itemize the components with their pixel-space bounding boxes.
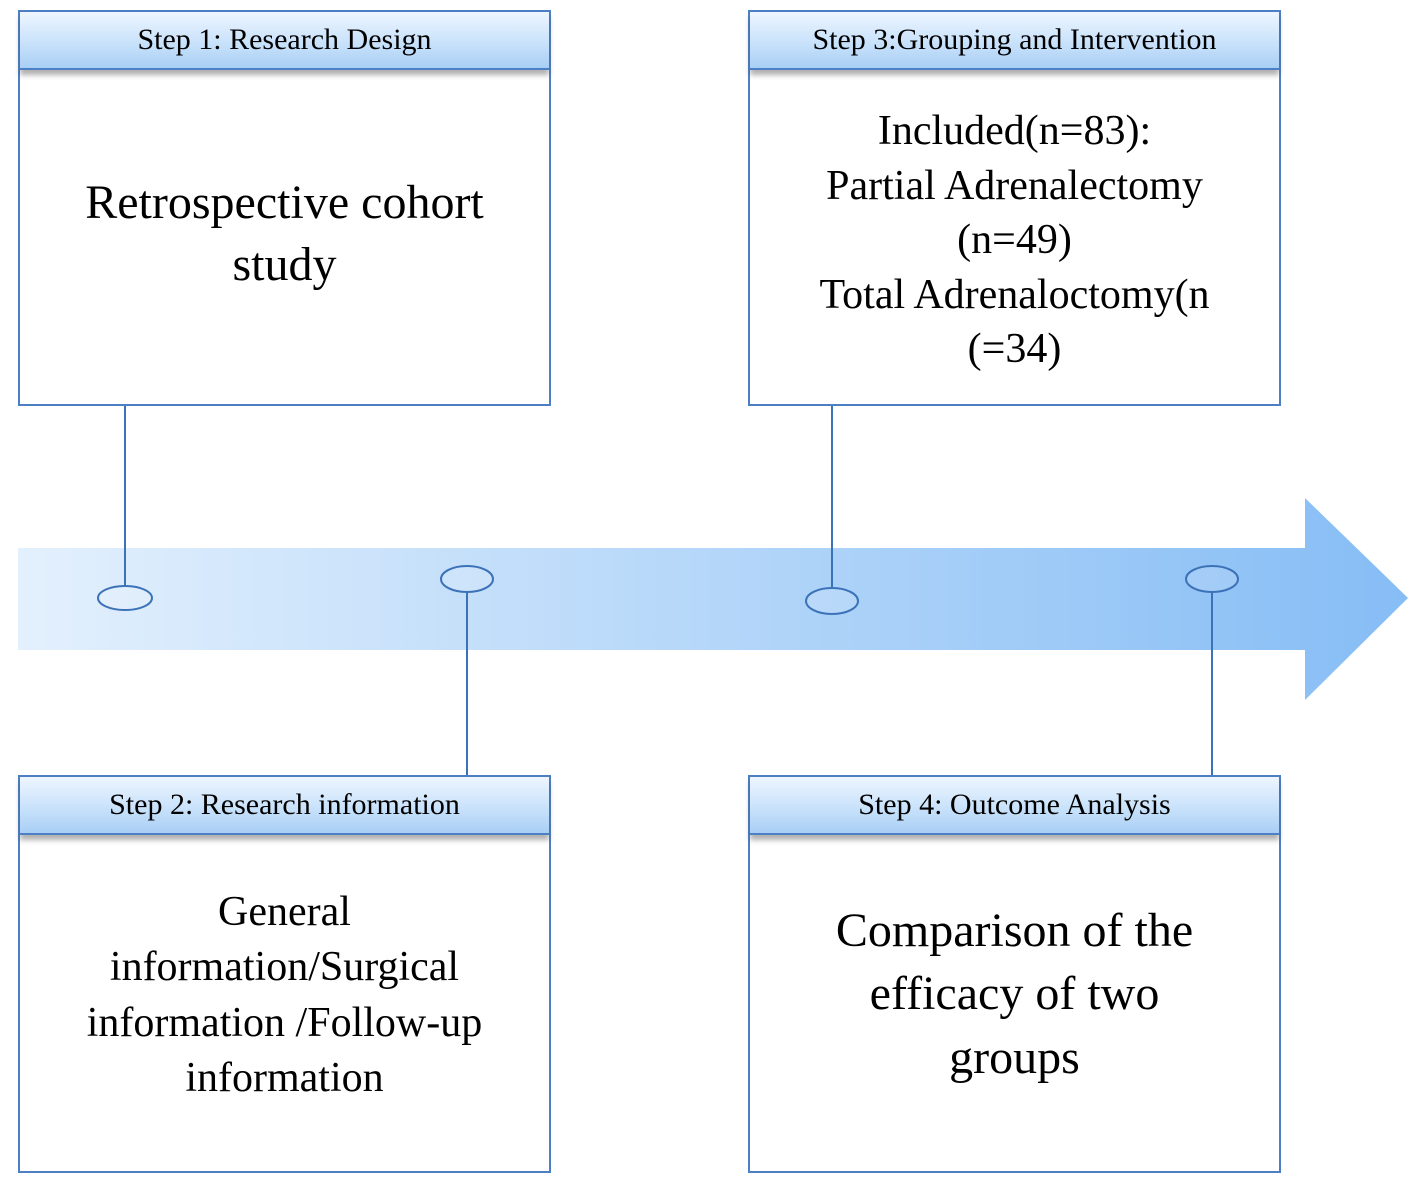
step-3-header: Step 3:Grouping and Intervention	[750, 12, 1279, 70]
timeline-marker-2	[440, 565, 494, 593]
step-3-body-line: (n=49)	[957, 217, 1072, 264]
step-1-box: Step 1: Research Design Retrospective co…	[18, 10, 551, 406]
step-1-body-line: Retrospective cohort	[85, 176, 484, 229]
step-4-body-line: groups	[949, 1030, 1080, 1084]
step-2-header: Step 2: Research information	[20, 777, 549, 835]
timeline-marker-3	[805, 587, 859, 615]
step-3-body-line: Partial Adrenalectomy	[826, 162, 1203, 209]
step-4-box: Step 4: Outcome Analysis Comparison of t…	[748, 775, 1281, 1173]
timeline-arrow	[18, 498, 1408, 700]
step-4-body-line: Comparison of the	[835, 904, 1194, 957]
step-3-body: Included(n=83): Partial Adrenalectomy (n…	[760, 104, 1269, 377]
connector-step-4	[1185, 565, 1239, 775]
step-3-body-line: (=34)	[967, 326, 1062, 373]
step-3-box: Step 3:Grouping and Intervention Include…	[748, 10, 1281, 406]
step-1-header: Step 1: Research Design	[20, 12, 549, 70]
connector-step-3	[805, 406, 859, 615]
connector-step-1	[97, 406, 153, 611]
step-2-box: Step 2: Research information General inf…	[18, 775, 551, 1173]
step-4-body: Comparison of the efficacy of two groups	[760, 899, 1269, 1089]
step-4-body-line: efficacy of two	[869, 967, 1160, 1021]
step-2-body: General information/Surgical information…	[30, 885, 539, 1107]
step-3-body-line: Total Adrenaloctomy(n	[819, 271, 1210, 318]
step-1-body: Retrospective cohort study	[30, 172, 539, 297]
step-4-header: Step 4: Outcome Analysis	[750, 777, 1279, 835]
step-2-body-line: information/Surgical	[109, 944, 460, 991]
step-2-body-line: information	[185, 1055, 384, 1102]
step-1-body-line: study	[232, 238, 337, 292]
timeline-marker-1	[97, 585, 153, 611]
timeline-marker-4	[1185, 565, 1239, 593]
step-3-body-line: Included(n=83):	[877, 108, 1152, 154]
step-2-body-line: information /Follow-up	[86, 999, 483, 1046]
step-2-body-line: General	[218, 889, 351, 935]
connector-step-2	[440, 565, 494, 775]
